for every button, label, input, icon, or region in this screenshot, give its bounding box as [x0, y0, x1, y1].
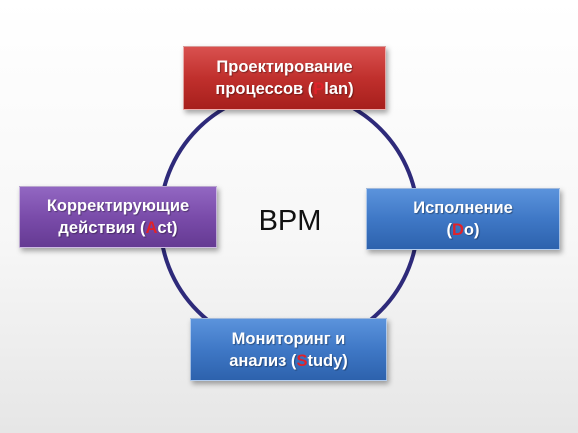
node-plan-line2: процессов (Plan) — [215, 78, 353, 100]
node-act-line2-post: ct) — [157, 219, 178, 237]
node-do-highlight-letter: D — [452, 221, 464, 239]
node-study: Мониторинг и анализ (Study) — [190, 318, 387, 381]
node-study-line2-post: tudy) — [307, 351, 348, 370]
node-act-line2: действия (Act) — [58, 217, 177, 239]
node-act-highlight-letter: A — [145, 219, 158, 237]
node-study-highlight-letter: S — [296, 351, 308, 370]
node-act: Корректирующие действия (Act) — [19, 186, 217, 248]
node-do-line1: Исполнение — [413, 199, 513, 217]
node-study-line2: анализ (Study) — [229, 350, 348, 372]
node-do: Исполнение (Do) — [366, 188, 560, 250]
node-do-line2-pre: ( — [446, 221, 453, 239]
node-plan-line2-pre: процессов ( — [215, 80, 314, 98]
node-study-line2-pre: анализ ( — [229, 351, 297, 370]
node-plan-line1: Проектирование — [216, 58, 353, 76]
node-plan-line2-post: lan) — [324, 80, 354, 98]
node-do-line2: (Do) — [447, 219, 480, 241]
node-act-line1: Корректирующие — [46, 197, 190, 215]
node-plan: Проектирование процессов (Plan) — [183, 46, 386, 110]
center-label: BPM — [258, 205, 322, 237]
node-act-line2-pre: действия ( — [58, 219, 146, 237]
node-plan-highlight-letter: P — [313, 80, 325, 98]
node-study-line1: Мониторинг и — [231, 329, 346, 348]
node-do-line2-post: o) — [463, 221, 480, 239]
